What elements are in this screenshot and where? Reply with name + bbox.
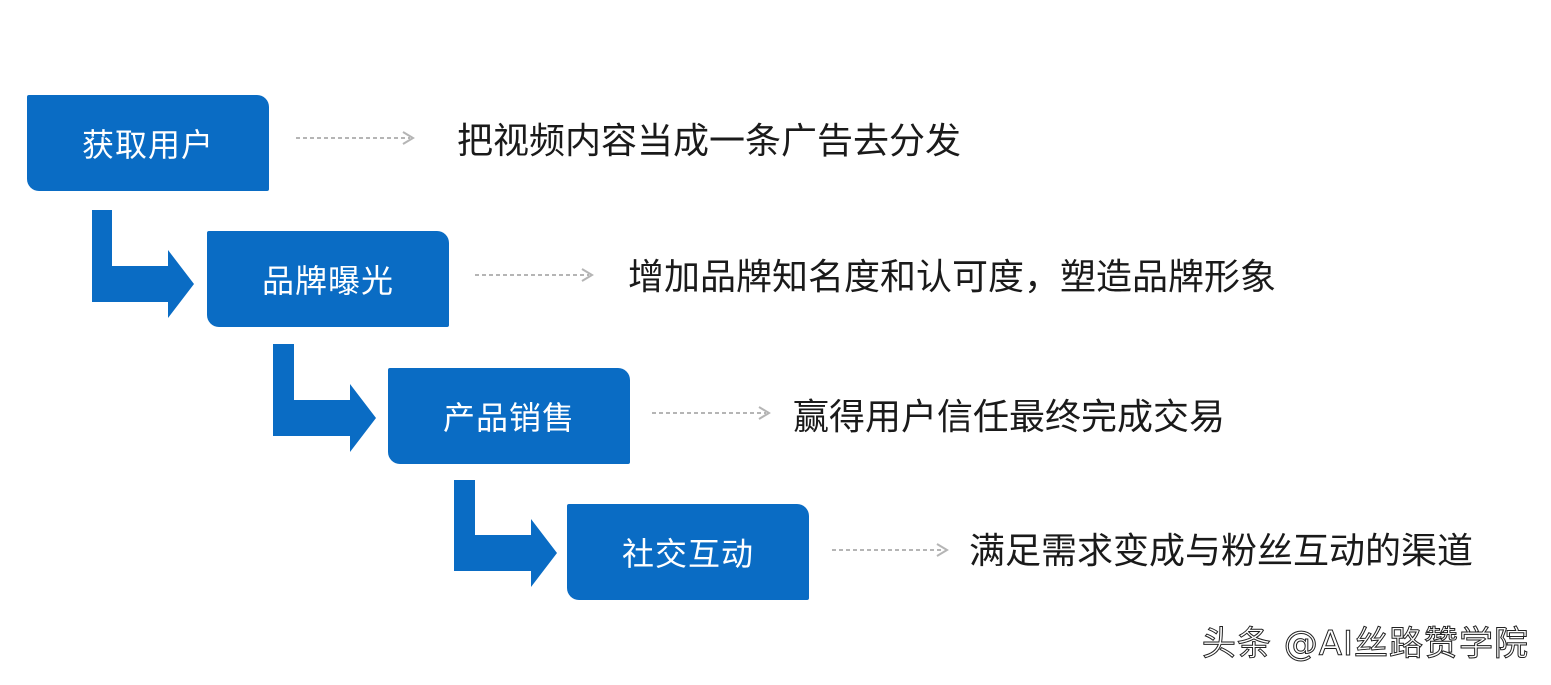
dashed-arrowhead-3 [758, 406, 771, 420]
step-label: 社交互动 [621, 535, 754, 573]
step-box-get-users: 获取用户 [27, 95, 269, 191]
step-description: 赢得用户信任最终完成交易 [793, 397, 1226, 438]
step-box-brand-exposure: 品牌曝光 [207, 231, 449, 327]
step-description: 增加品牌知名度和认可度，塑造品牌形象 [628, 257, 1277, 298]
step-box-product-sales: 产品销售 [388, 368, 630, 464]
connector-arrow-1 [92, 210, 194, 318]
dashed-arrowhead-1 [402, 131, 415, 145]
step-description: 把视频内容当成一条广告去分发 [457, 121, 962, 162]
step-box-social-interaction: 社交互动 [567, 504, 809, 600]
watermark: 头条 @AI丝路赞学院 [1201, 624, 1529, 665]
dashed-arrowhead-4 [936, 543, 949, 557]
connector-arrow-3 [454, 480, 557, 587]
step-label: 获取用户 [81, 126, 214, 164]
step-label: 品牌曝光 [261, 262, 394, 300]
step-label: 产品销售 [442, 399, 575, 437]
dashed-arrowhead-2 [581, 268, 594, 282]
connector-arrow-2 [273, 344, 376, 452]
step-description: 满足需求变成与粉丝互动的渠道 [969, 531, 1474, 572]
